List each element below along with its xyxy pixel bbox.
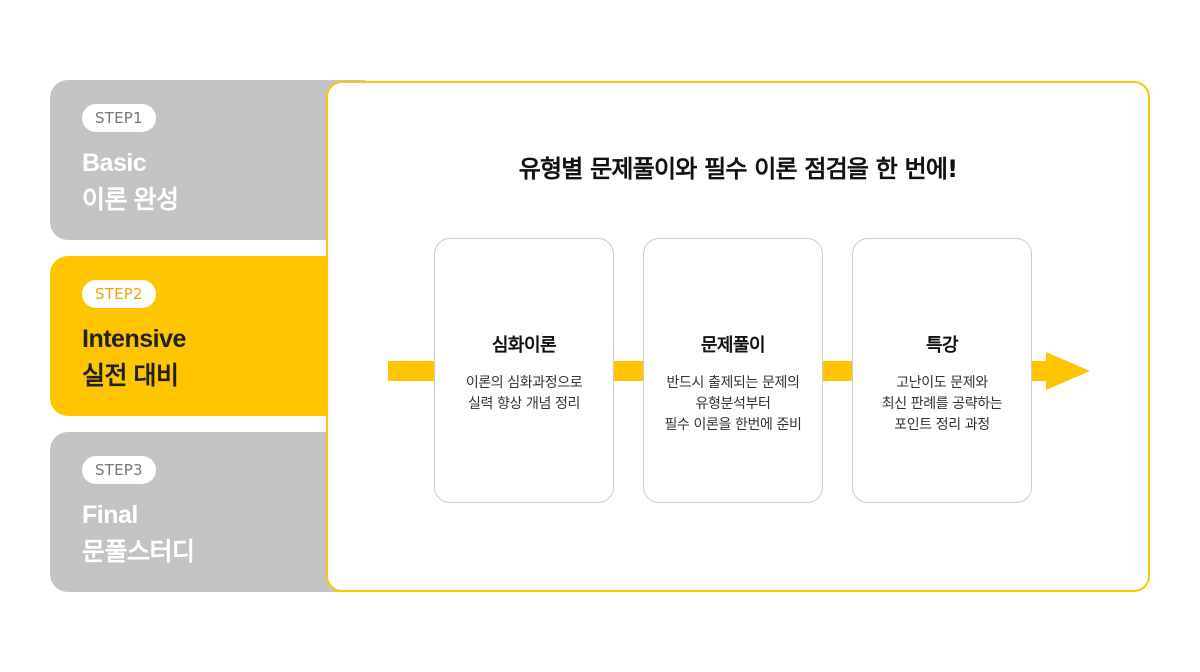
step-tab-3[interactable]: STEP3 Final 문풀스터디: [50, 432, 380, 592]
card-title: 특강: [925, 335, 959, 356]
process-card-problem-solving: 문제풀이 반드시 출제되는 문제의 유형분석부터 필수 이론을 한번에 준비: [643, 238, 823, 503]
card-desc-line: 필수 이론을 한번에 준비: [664, 417, 802, 433]
card-description: 이론의 심화과정으로 실력 향상 개념 정리: [435, 373, 613, 415]
step-badge: STEP2: [82, 280, 156, 308]
process-card-theory: 심화이론 이론의 심화과정으로 실력 향상 개념 정리: [434, 238, 614, 503]
step-tab-1[interactable]: STEP1 Basic 이론 완성: [50, 80, 380, 240]
step-title-en: Basic: [82, 149, 147, 177]
card-desc-line: 고난이도 문제와: [896, 375, 988, 391]
card-desc-line: 유형분석부터: [695, 396, 771, 412]
card-desc-line: 포인트 정리 과정: [894, 417, 990, 433]
process-card-special-lecture: 특강 고난이도 문제와 최신 판례를 공략하는 포인트 정리 과정: [852, 238, 1032, 503]
card-description: 고난이도 문제와 최신 판례를 공략하는 포인트 정리 과정: [853, 373, 1031, 436]
card-desc-line: 반드시 출제되는 문제의: [666, 375, 800, 391]
step-title-en: Final: [82, 501, 138, 529]
step-badge: STEP3: [82, 456, 156, 484]
step-title-en: Intensive: [82, 325, 186, 353]
card-desc-line: 실력 향상 개념 정리: [468, 396, 580, 412]
card-desc-line: 최신 판례를 공략하는: [881, 396, 1003, 412]
card-title: 문제풀이: [700, 335, 766, 356]
step-detail-panel: 유형별 문제풀이와 필수 이론 점검을 한 번에! 심화이론 이론의 심화과정으…: [326, 81, 1150, 592]
panel-headline: 유형별 문제풀이와 필수 이론 점검을 한 번에!: [518, 155, 958, 183]
right-arrow-icon: [1046, 352, 1090, 390]
card-title: 심화이론: [491, 335, 557, 356]
card-description: 반드시 출제되는 문제의 유형분석부터 필수 이론을 한번에 준비: [644, 373, 822, 436]
step-title-ko: 실전 대비: [82, 362, 179, 390]
step-title: Intensive 실전 대비: [82, 321, 380, 395]
step-title: Basic 이론 완성: [82, 145, 380, 219]
step-title-ko: 이론 완성: [82, 186, 179, 214]
step-tab-2[interactable]: STEP2 Intensive 실전 대비: [50, 256, 380, 416]
step-title-ko: 문풀스터디: [82, 538, 195, 566]
card-desc-line: 이론의 심화과정으로: [465, 375, 583, 391]
step-badge: STEP1: [82, 104, 156, 132]
step-title: Final 문풀스터디: [82, 497, 380, 571]
